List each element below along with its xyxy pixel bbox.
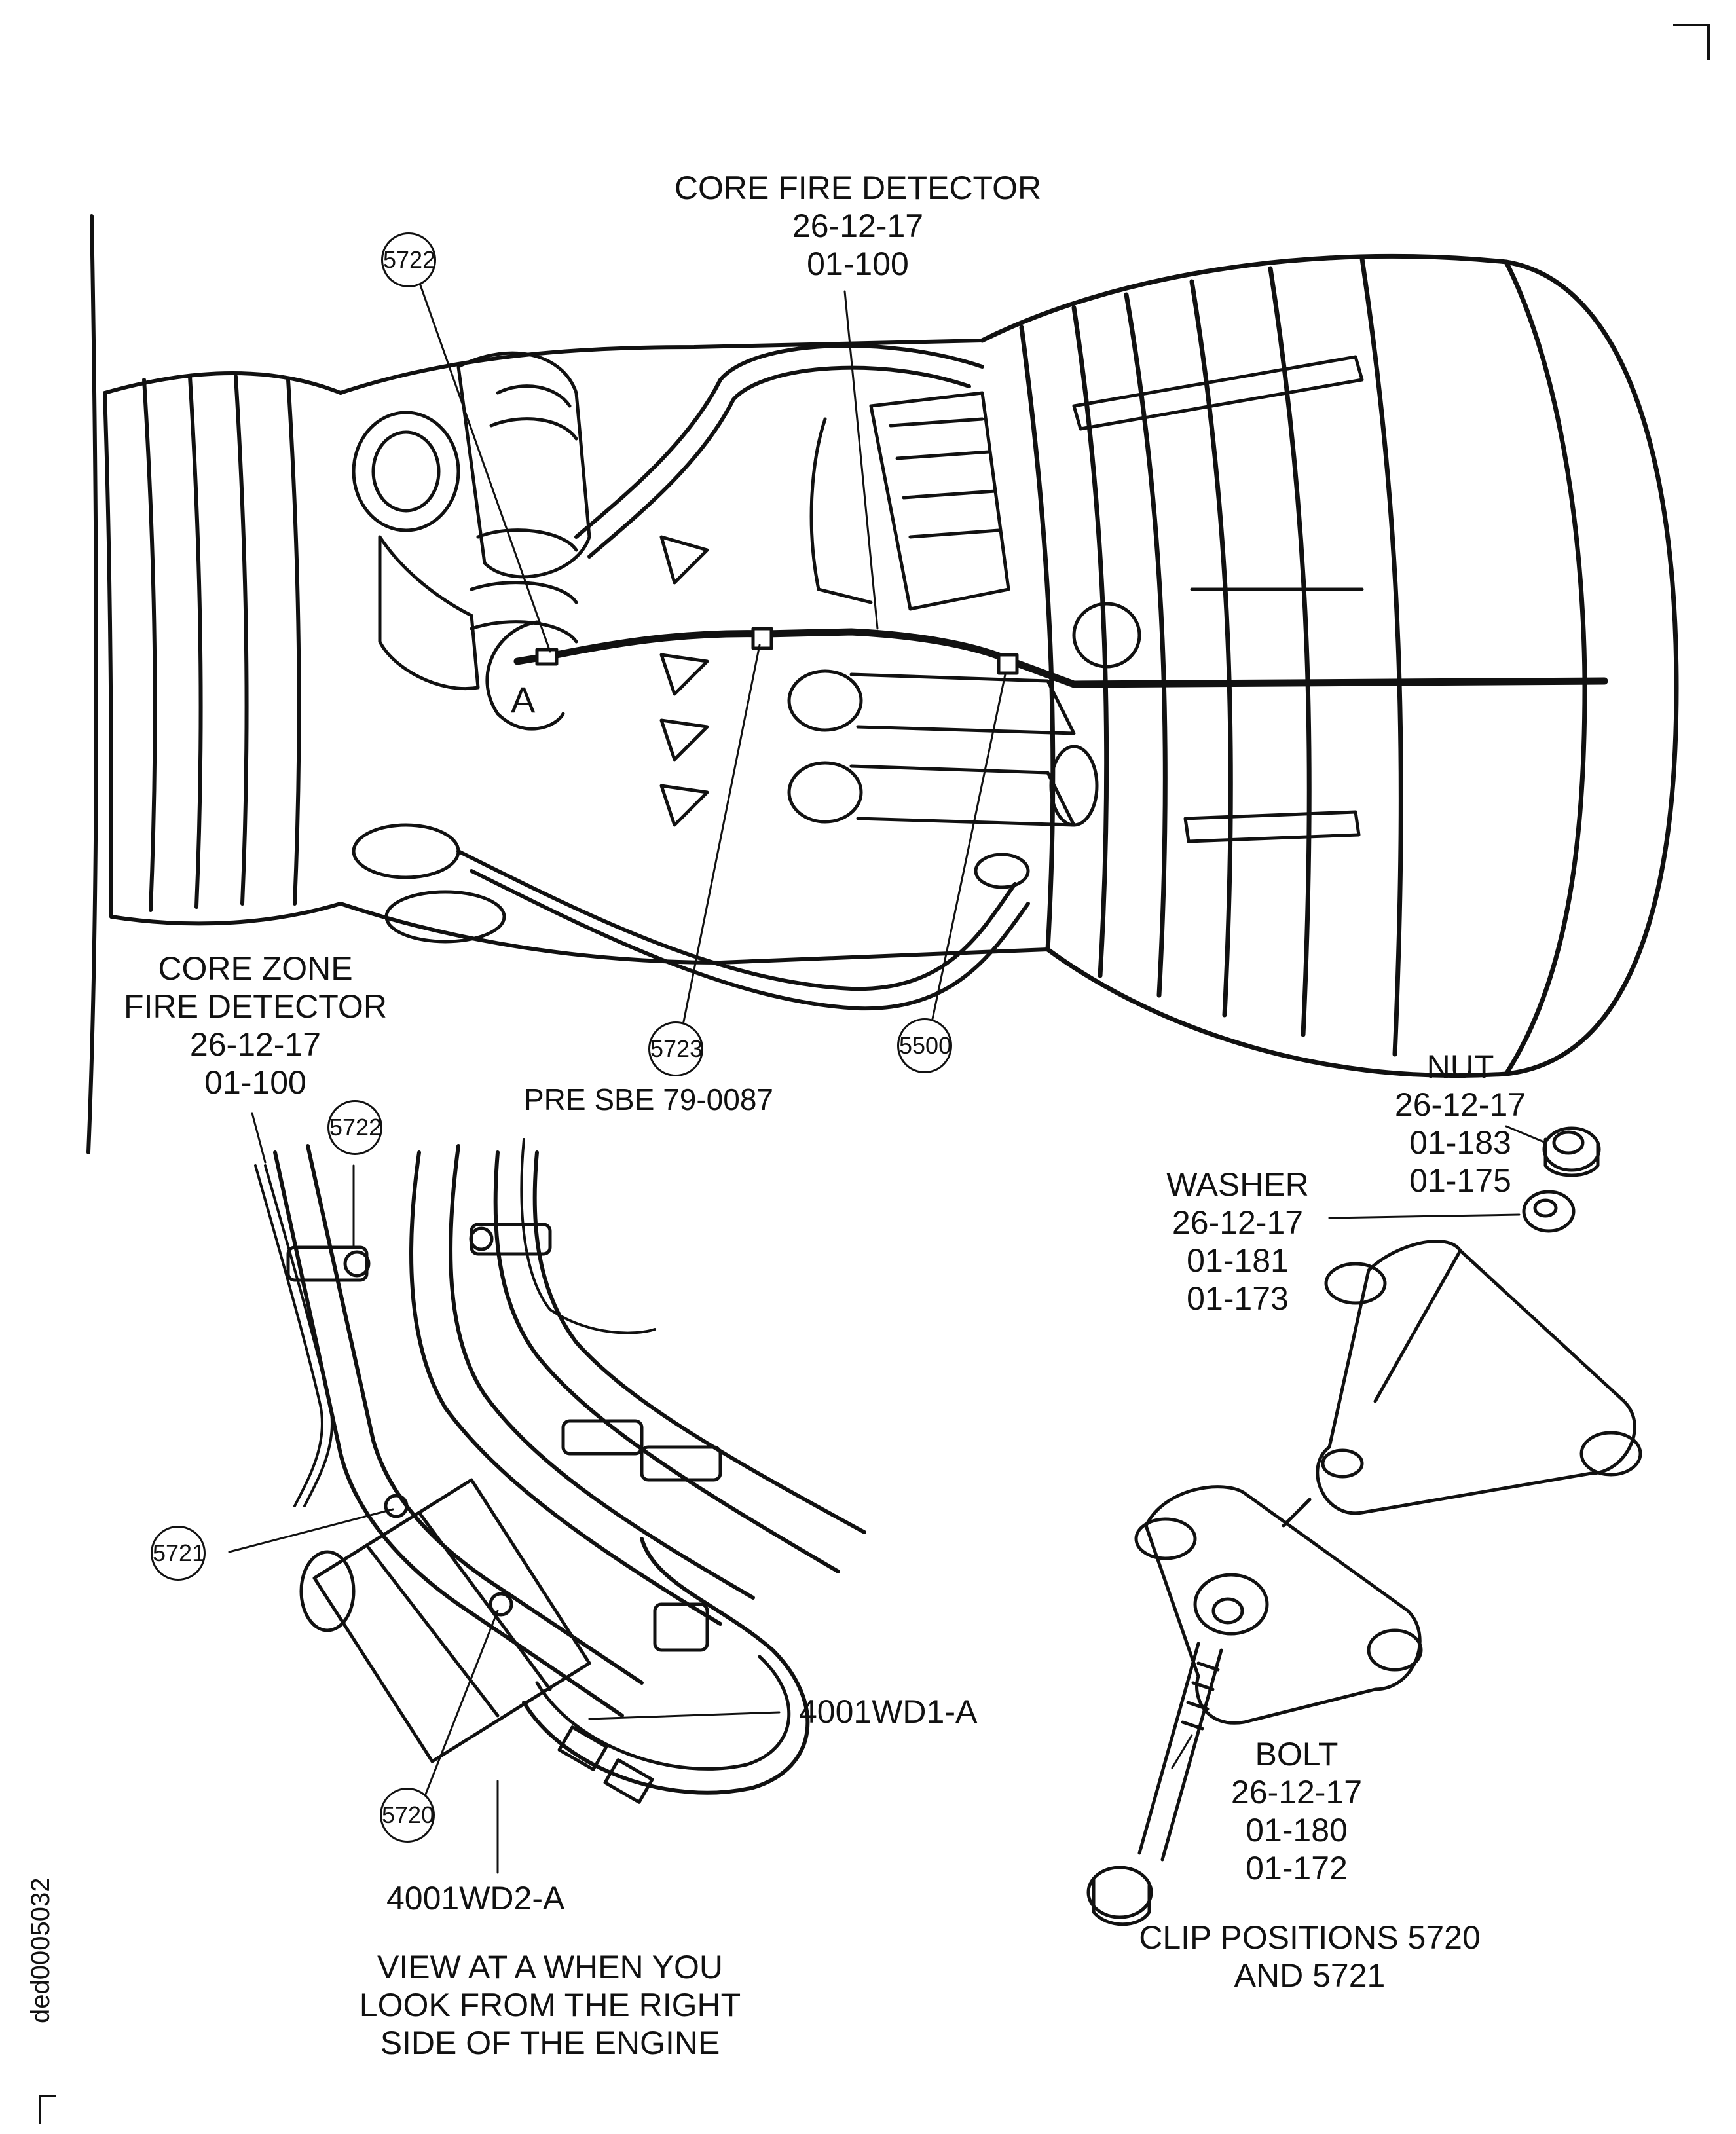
detail-view-a: [254, 1138, 866, 1804]
core-zone-fire-detector-label: CORE ZONE FIRE DETECTOR 26-12-17 01-100: [124, 950, 387, 1101]
nut-label: NUT 26-12-17 01-183 01-175: [1394, 1048, 1526, 1199]
callout-5722-detail: 5722: [327, 1100, 382, 1155]
clip-positions-caption: CLIP POSITIONS 5720 AND 5721: [1139, 1919, 1481, 1994]
detail-leaders: [228, 1112, 781, 1874]
wire-4001wd1-label: 4001WD1-A: [799, 1693, 978, 1730]
callout-5720: 5720: [380, 1788, 435, 1843]
pre-sbe-label: PRE SBE 79-0087: [524, 1082, 774, 1116]
callout-5722-top: 5722: [381, 232, 436, 287]
figure-id: ded0005032: [26, 1877, 55, 2023]
nut-icon: [1542, 1126, 1601, 1177]
callout-5723: 5723: [648, 1021, 703, 1076]
engine-core-view: [86, 214, 1679, 1154]
top-leaders: [418, 280, 1007, 1036]
view-a-caption: VIEW AT A WHEN YOU LOOK FROM THE RIGHT S…: [359, 1949, 741, 2061]
callout-5500: 5500: [897, 1018, 952, 1073]
washer-label: WASHER 26-12-17 01-181 01-173: [1166, 1166, 1309, 1317]
wire-4001wd2-label: 4001WD2-A: [386, 1880, 565, 1917]
core-fire-detector-label: CORE FIRE DETECTOR 26-12-17 01-100: [674, 170, 1042, 282]
bolt-label: BOLT 26-12-17 01-180 01-172: [1230, 1736, 1363, 1886]
view-a-marker: A: [511, 679, 536, 720]
figure-corner-mark: [39, 2095, 56, 2124]
callout-5721: 5721: [151, 1526, 206, 1581]
washer-icon: [1522, 1190, 1576, 1233]
clip-detail: [1086, 1126, 1642, 1926]
corner-crop-mark: [1673, 24, 1710, 60]
bolt-icon: [1086, 1642, 1223, 1926]
clip-leaders: [1171, 1125, 1547, 1769]
